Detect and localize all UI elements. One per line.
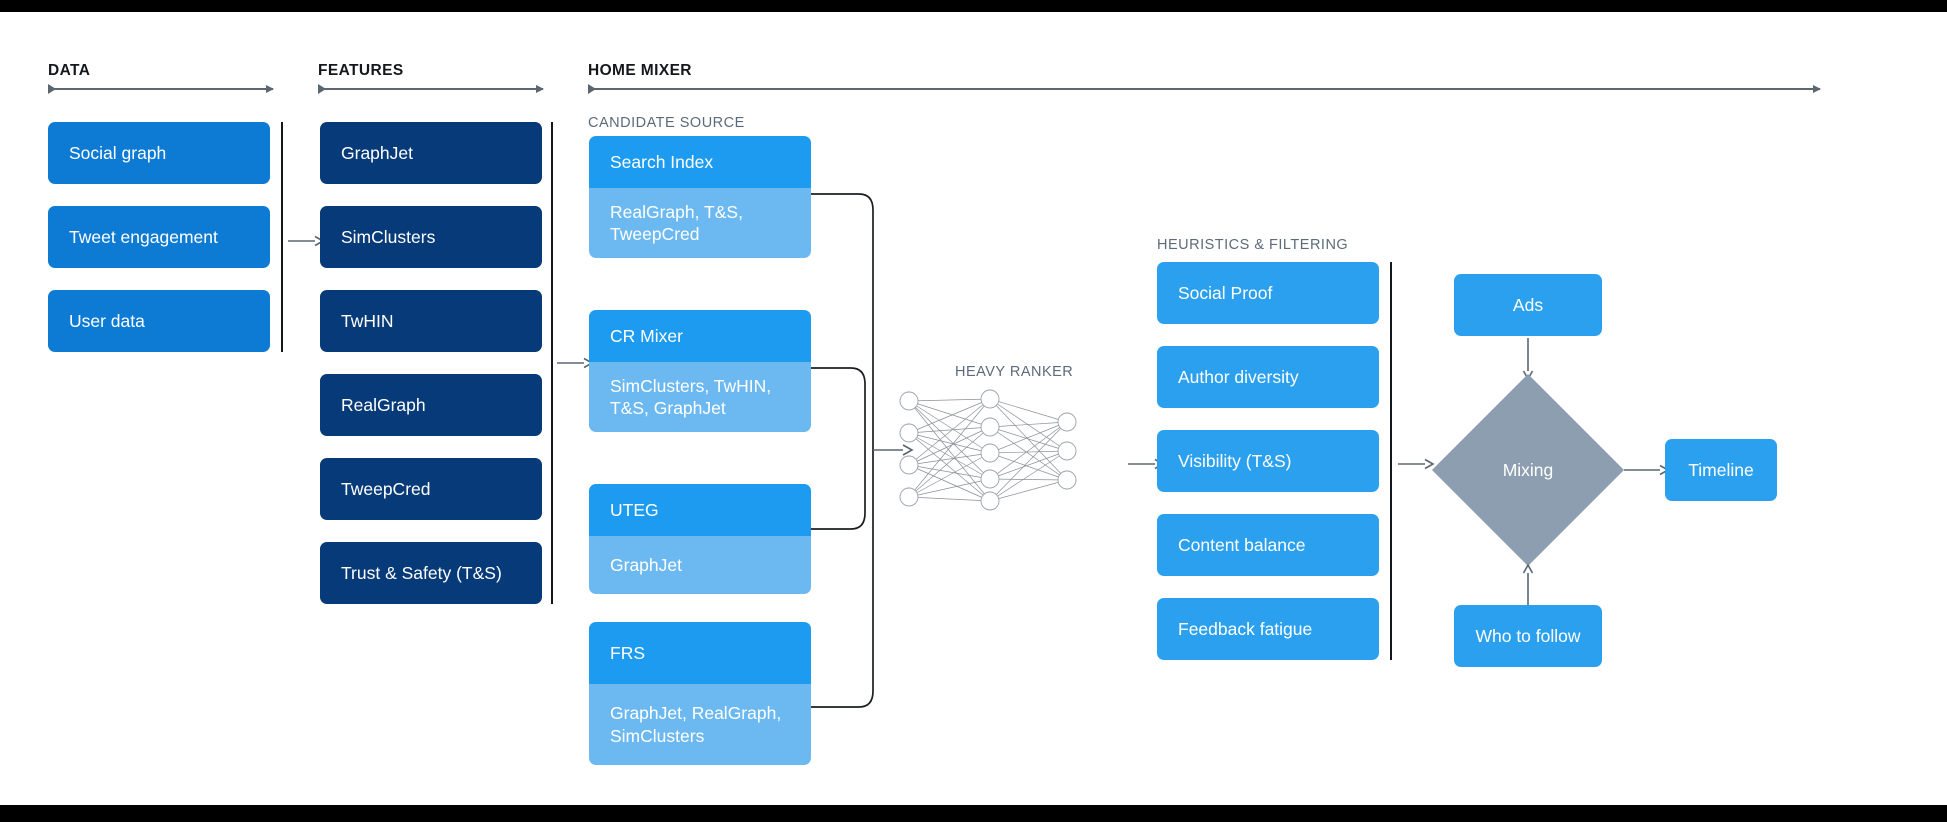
candidate-source-title: FRS: [589, 622, 811, 684]
arrow-ads-to-mixing: [1522, 338, 1534, 381]
heuristic-box-label: Visibility (T&S): [1178, 450, 1292, 471]
heavy-ranker-network: [899, 389, 1077, 511]
connector-candidates-to-ranker: [811, 193, 914, 708]
candidate-source-title: Search Index: [589, 136, 811, 188]
output-box-label: Who to follow: [1475, 625, 1581, 646]
feature-box-label: Trust & Safety (T&S): [341, 562, 502, 583]
feature-box-twhin[interactable]: TwHIN: [320, 290, 542, 352]
candidate-source-title: CR Mixer: [589, 310, 811, 362]
heuristic-box-label: Feedback fatigue: [1178, 618, 1313, 639]
candidate-source-frs[interactable]: FRS GraphJet, RealGraph, SimClusters: [589, 622, 811, 765]
heuristic-box-feedback-fatigue[interactable]: Feedback fatigue: [1157, 598, 1379, 660]
axis-arrow-home-mixer: [588, 84, 1821, 94]
candidate-source-detail: GraphJet, RealGraph, SimClusters: [589, 684, 811, 765]
data-box-label: Tweet engagement: [69, 226, 218, 247]
letterbox-bottom: [0, 805, 1947, 822]
heuristic-box-author-diversity[interactable]: Author diversity: [1157, 346, 1379, 408]
feature-box-tweepcred[interactable]: TweepCred: [320, 458, 542, 520]
feature-box-trust-safety[interactable]: Trust & Safety (T&S): [320, 542, 542, 604]
heuristic-box-visibility[interactable]: Visibility (T&S): [1157, 430, 1379, 492]
diagram-canvas: DATA FEATURES HOME MIXER CANDIDATE SOURC…: [0, 12, 1947, 805]
candidate-source-cr-mixer[interactable]: CR Mixer SimClusters, TwHIN, T&S, GraphJ…: [589, 310, 811, 432]
feature-box-realgraph[interactable]: RealGraph: [320, 374, 542, 436]
arrow-mixing-to-timeline: [1624, 464, 1670, 476]
subheading-heuristics: HEURISTICS & FILTERING: [1157, 237, 1349, 253]
axis-arrow-data: [48, 84, 274, 94]
section-heading-features: FEATURES: [318, 62, 404, 79]
heuristic-box-label: Author diversity: [1178, 366, 1299, 387]
candidate-source-title: UTEG: [589, 484, 811, 536]
letterbox-top: [0, 0, 1947, 12]
heuristic-box-label: Content balance: [1178, 534, 1306, 555]
output-box-timeline[interactable]: Timeline: [1665, 439, 1777, 501]
subheading-candidate-source: CANDIDATE SOURCE: [588, 115, 745, 131]
data-box-tweet-engagement[interactable]: Tweet engagement: [48, 206, 270, 268]
candidate-source-detail: GraphJet: [589, 536, 811, 594]
data-box-user-data[interactable]: User data: [48, 290, 270, 352]
output-box-label: Timeline: [1688, 459, 1754, 480]
feature-box-label: RealGraph: [341, 394, 426, 415]
arrow-data-to-features: [288, 235, 325, 247]
section-heading-home-mixer: HOME MIXER: [588, 62, 692, 79]
divider-heuristics-mixing: [1390, 262, 1392, 660]
divider-data-features: [281, 122, 283, 352]
feature-box-label: TweepCred: [341, 478, 431, 499]
output-box-label: Ads: [1512, 294, 1544, 315]
data-box-label: Social graph: [69, 142, 167, 163]
feature-box-label: TwHIN: [341, 310, 394, 331]
mixing-label: Mixing: [1502, 459, 1554, 480]
divider-features-candidates: [551, 122, 553, 604]
feature-box-simclusters[interactable]: SimClusters: [320, 206, 542, 268]
label-heavy-ranker: HEAVY RANKER: [955, 364, 1074, 380]
candidate-source-detail: RealGraph, T&S, TweepCred: [589, 188, 811, 258]
heuristic-box-content-balance[interactable]: Content balance: [1157, 514, 1379, 576]
candidate-source-uteg[interactable]: UTEG GraphJet: [589, 484, 811, 594]
candidate-source-detail: SimClusters, TwHIN, T&S, GraphJet: [589, 362, 811, 432]
axis-arrow-features: [318, 84, 544, 94]
heuristic-box-social-proof[interactable]: Social Proof: [1157, 262, 1379, 324]
mixing-diamond[interactable]: Mixing: [1432, 374, 1624, 566]
candidate-source-search-index[interactable]: Search Index RealGraph, T&S, TweepCred: [589, 136, 811, 258]
output-box-ads[interactable]: Ads: [1454, 274, 1602, 336]
feature-box-label: GraphJet: [341, 142, 413, 163]
section-heading-data: DATA: [48, 62, 91, 79]
data-box-label: User data: [69, 310, 145, 331]
heuristic-box-label: Social Proof: [1178, 282, 1273, 303]
arrow-features-to-candidates: [557, 357, 594, 369]
data-box-social-graph[interactable]: Social graph: [48, 122, 270, 184]
arrow-who-to-follow-to-mixing: [1522, 563, 1534, 608]
feature-box-label: SimClusters: [341, 226, 436, 247]
arrow-heuristics-to-mixing: [1398, 458, 1435, 470]
feature-box-graphjet[interactable]: GraphJet: [320, 122, 542, 184]
output-box-who-to-follow[interactable]: Who to follow: [1454, 605, 1602, 667]
